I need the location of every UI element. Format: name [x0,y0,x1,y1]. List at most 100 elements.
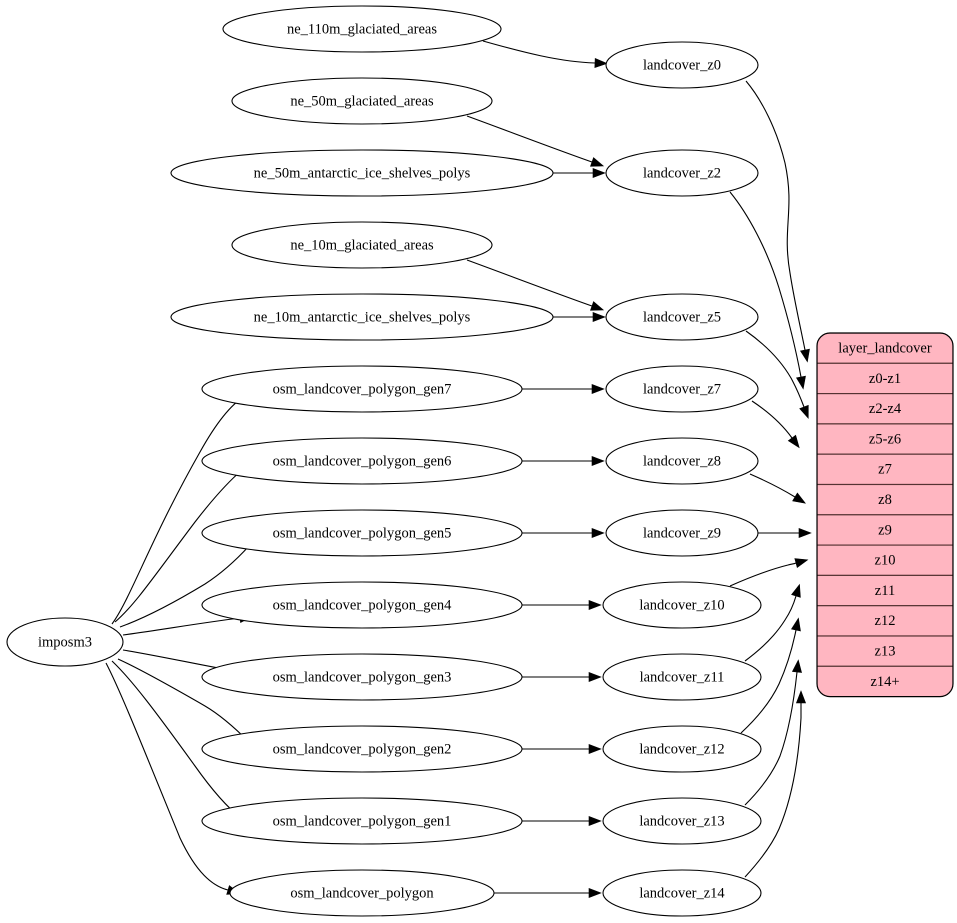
table-outline [816,332,954,698]
node-ne-50m-antarctic-ice-shelves-polys[interactable]: ne_50m_antarctic_ice_shelves_polys [170,149,554,197]
table-row-z14[interactable]: z14+ [817,665,953,697]
table-row-label: z10 [875,553,896,569]
node-label: ne_50m_antarctic_ice_shelves_polys [254,165,471,181]
node-label: landcover_z13 [639,813,724,829]
node-shape [602,725,762,773]
node-shape [602,797,762,845]
node-shape [602,869,762,917]
edge-line [744,671,798,806]
node-ne-110m-glaciated-areas[interactable]: ne_110m_glaciated_areas [222,5,502,53]
edge-line [111,660,242,819]
node-shape [605,437,759,485]
node-shape [602,581,762,629]
table-row-z5-z6[interactable]: z5-z6 [817,423,953,455]
node-landcover-z13[interactable]: landcover_z13 [602,797,762,845]
table-row-z0-z1[interactable]: z0-z1 [817,362,953,395]
edge-ne-10m-antarctic-ice-shelves-polys-to-landcover-z5 [553,311,606,323]
table-row-z9[interactable]: z9 [817,514,953,546]
edge-line [117,658,250,743]
table-row-label: z8 [878,492,892,508]
edge-landcover-z0-to-z0-z1 [745,80,810,363]
table-row-z7[interactable]: z7 [817,453,953,486]
edge-imposm3-to-osm-landcover-polygon [105,662,241,895]
table-row-z13[interactable]: z13 [817,635,953,667]
node-shape [201,509,523,557]
node-osm-landcover-polygon-gen5[interactable]: osm_landcover_polygon_gen5 [201,509,523,557]
table-row-label: z7 [878,462,892,478]
node-imposm3[interactable]: imposm3 [6,617,124,667]
node-landcover-z5[interactable]: landcover_z5 [605,293,759,341]
edge-landcover-z13-to-z13 [744,659,802,806]
node-osm-landcover-polygon-gen7[interactable]: osm_landcover_polygon_gen7 [201,365,523,413]
node-label: osm_landcover_polygon_gen2 [273,741,452,757]
node-shape [201,797,523,845]
node-osm-landcover-polygon-gen4[interactable]: osm_landcover_polygon_gen4 [201,581,523,629]
arrowhead-icon [590,157,605,167]
node-landcover-z10[interactable]: landcover_z10 [602,581,762,629]
table-row-label: z13 [875,643,896,659]
node-label: ne_110m_glaciated_areas [287,21,437,37]
table-row-z12[interactable]: z12 [817,605,953,637]
node-ne-50m-glaciated-areas[interactable]: ne_50m_glaciated_areas [231,77,493,125]
edge-line [105,662,229,891]
node-shape [6,617,124,667]
table-row-z2-z4[interactable]: z2-z4 [817,393,953,425]
edge-landcover-z2-to-z2-z4 [729,191,806,390]
node-label: landcover_z14 [639,885,725,901]
table-header-label: layer_landcover [838,340,932,356]
edge-osm-landcover-polygon-gen5-to-landcover-z9 [522,527,605,539]
edge-landcover-z12-to-z12 [740,617,801,734]
edge-line [114,469,243,623]
table-row-z10[interactable]: z10 [817,544,953,576]
node-osm-landcover-polygon[interactable]: osm_landcover_polygon [229,869,495,917]
node-ne-10m-glaciated-areas[interactable]: ne_10m_glaciated_areas [231,221,493,269]
cell-background [817,514,953,546]
table-row-z8[interactable]: z8 [817,483,953,516]
node-label: landcover_z5 [643,309,721,325]
table-row-label: z0-z1 [869,371,901,387]
node-landcover-z12[interactable]: landcover_z12 [602,725,762,773]
arrowhead-icon [800,348,810,363]
edge-osm-landcover-polygon-to-landcover-z14 [493,887,602,899]
node-landcover-z14[interactable]: landcover_z14 [602,869,762,917]
arrowhead-icon [592,167,606,179]
table-row-label: z14+ [870,674,899,690]
edge-osm-landcover-polygon-gen6-to-landcover-z8 [522,455,605,467]
table-row-label: z9 [878,522,892,538]
node-osm-landcover-polygon-gen2[interactable]: osm_landcover_polygon_gen2 [201,725,523,773]
edge-line [740,629,797,734]
table-row-label: z12 [875,613,896,629]
node-shape [201,437,523,485]
arrowhead-icon [799,404,809,419]
node-label: osm_landcover_polygon_gen4 [273,597,453,613]
node-shape [229,869,495,917]
node-landcover-z11[interactable]: landcover_z11 [602,653,762,701]
node-osm-landcover-polygon-gen3[interactable]: osm_landcover_polygon_gen3 [201,653,523,701]
node-shape [170,149,554,197]
node-landcover-z9[interactable]: landcover_z9 [605,509,759,557]
arrowhead-icon [588,743,602,755]
node-landcover-z0[interactable]: landcover_z0 [605,41,759,89]
node-landcover-z8[interactable]: landcover_z8 [605,437,759,485]
node-shape [602,653,762,701]
arrowhead-icon [590,301,605,311]
node-osm-landcover-polygon-gen1[interactable]: osm_landcover_polygon_gen1 [201,797,523,845]
node-label: landcover_z7 [643,381,721,397]
node-label: ne_50m_glaciated_areas [290,93,434,109]
node-ne-10m-antarctic-ice-shelves-polys[interactable]: ne_10m_antarctic_ice_shelves_polys [170,293,554,341]
node-landcover-z7[interactable]: landcover_z7 [605,365,759,413]
table-row-z11[interactable]: z11 [817,574,953,607]
node-landcover-z2[interactable]: landcover_z2 [605,149,759,197]
node-shape [605,149,759,197]
node-shape [201,365,523,413]
node-label: osm_landcover_polygon_gen7 [273,381,452,397]
arrowhead-icon [588,599,602,611]
arrowhead-icon [791,617,801,632]
node-shape [201,581,523,629]
edge-line [729,562,797,587]
table-header-cell[interactable]: layer_landcover [817,333,953,364]
node-label: landcover_z0 [643,57,721,73]
node-osm-landcover-polygon-gen6[interactable]: osm_landcover_polygon_gen6 [201,437,523,485]
